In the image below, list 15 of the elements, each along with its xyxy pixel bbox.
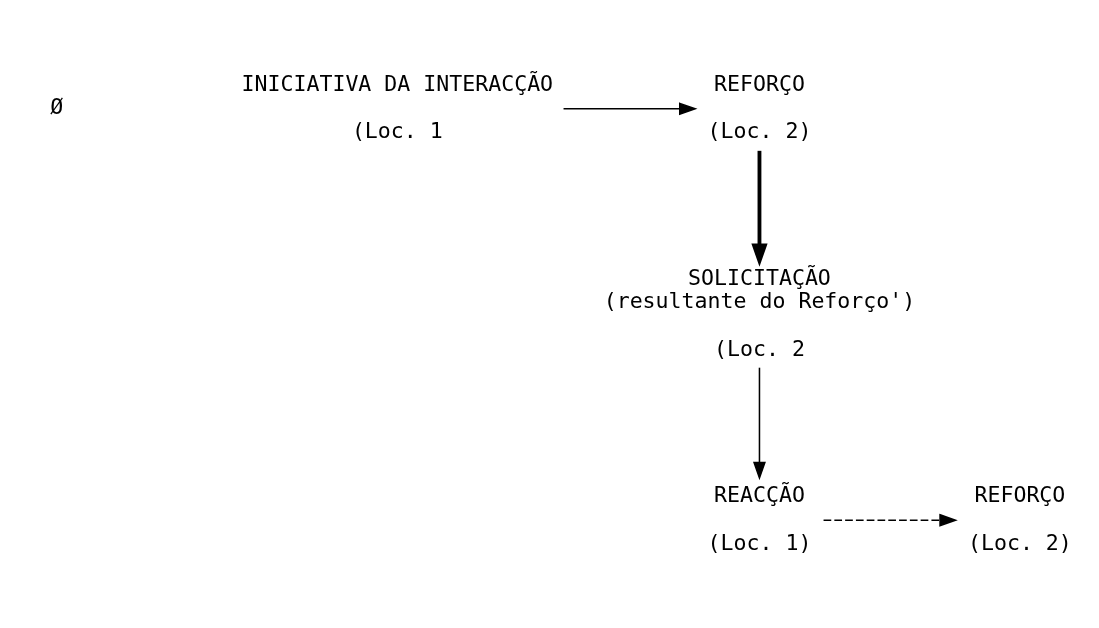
node-label: (Loc. 2) [707,117,812,143]
node-text: REFORÇO [714,70,805,96]
label: Ø [50,93,64,119]
node-label: (Loc. 2) [967,529,1072,555]
node-label: (Loc. 2 [714,335,805,361]
arrow [751,150,768,267]
arrow [562,101,698,115]
node-label: (Loc. 1 [351,117,443,143]
arrow [753,366,766,480]
node-label: (Loc. 1) [707,529,812,555]
node-text: REFORÇO [974,481,1066,507]
arrow [822,513,958,527]
node-text: REACÇÃO [714,481,805,507]
node-text: SOLICITAÇÃO (resultante do Reforço') [603,264,916,313]
node-text: INICIATIVA DA INTERACÇÃO [241,70,554,96]
